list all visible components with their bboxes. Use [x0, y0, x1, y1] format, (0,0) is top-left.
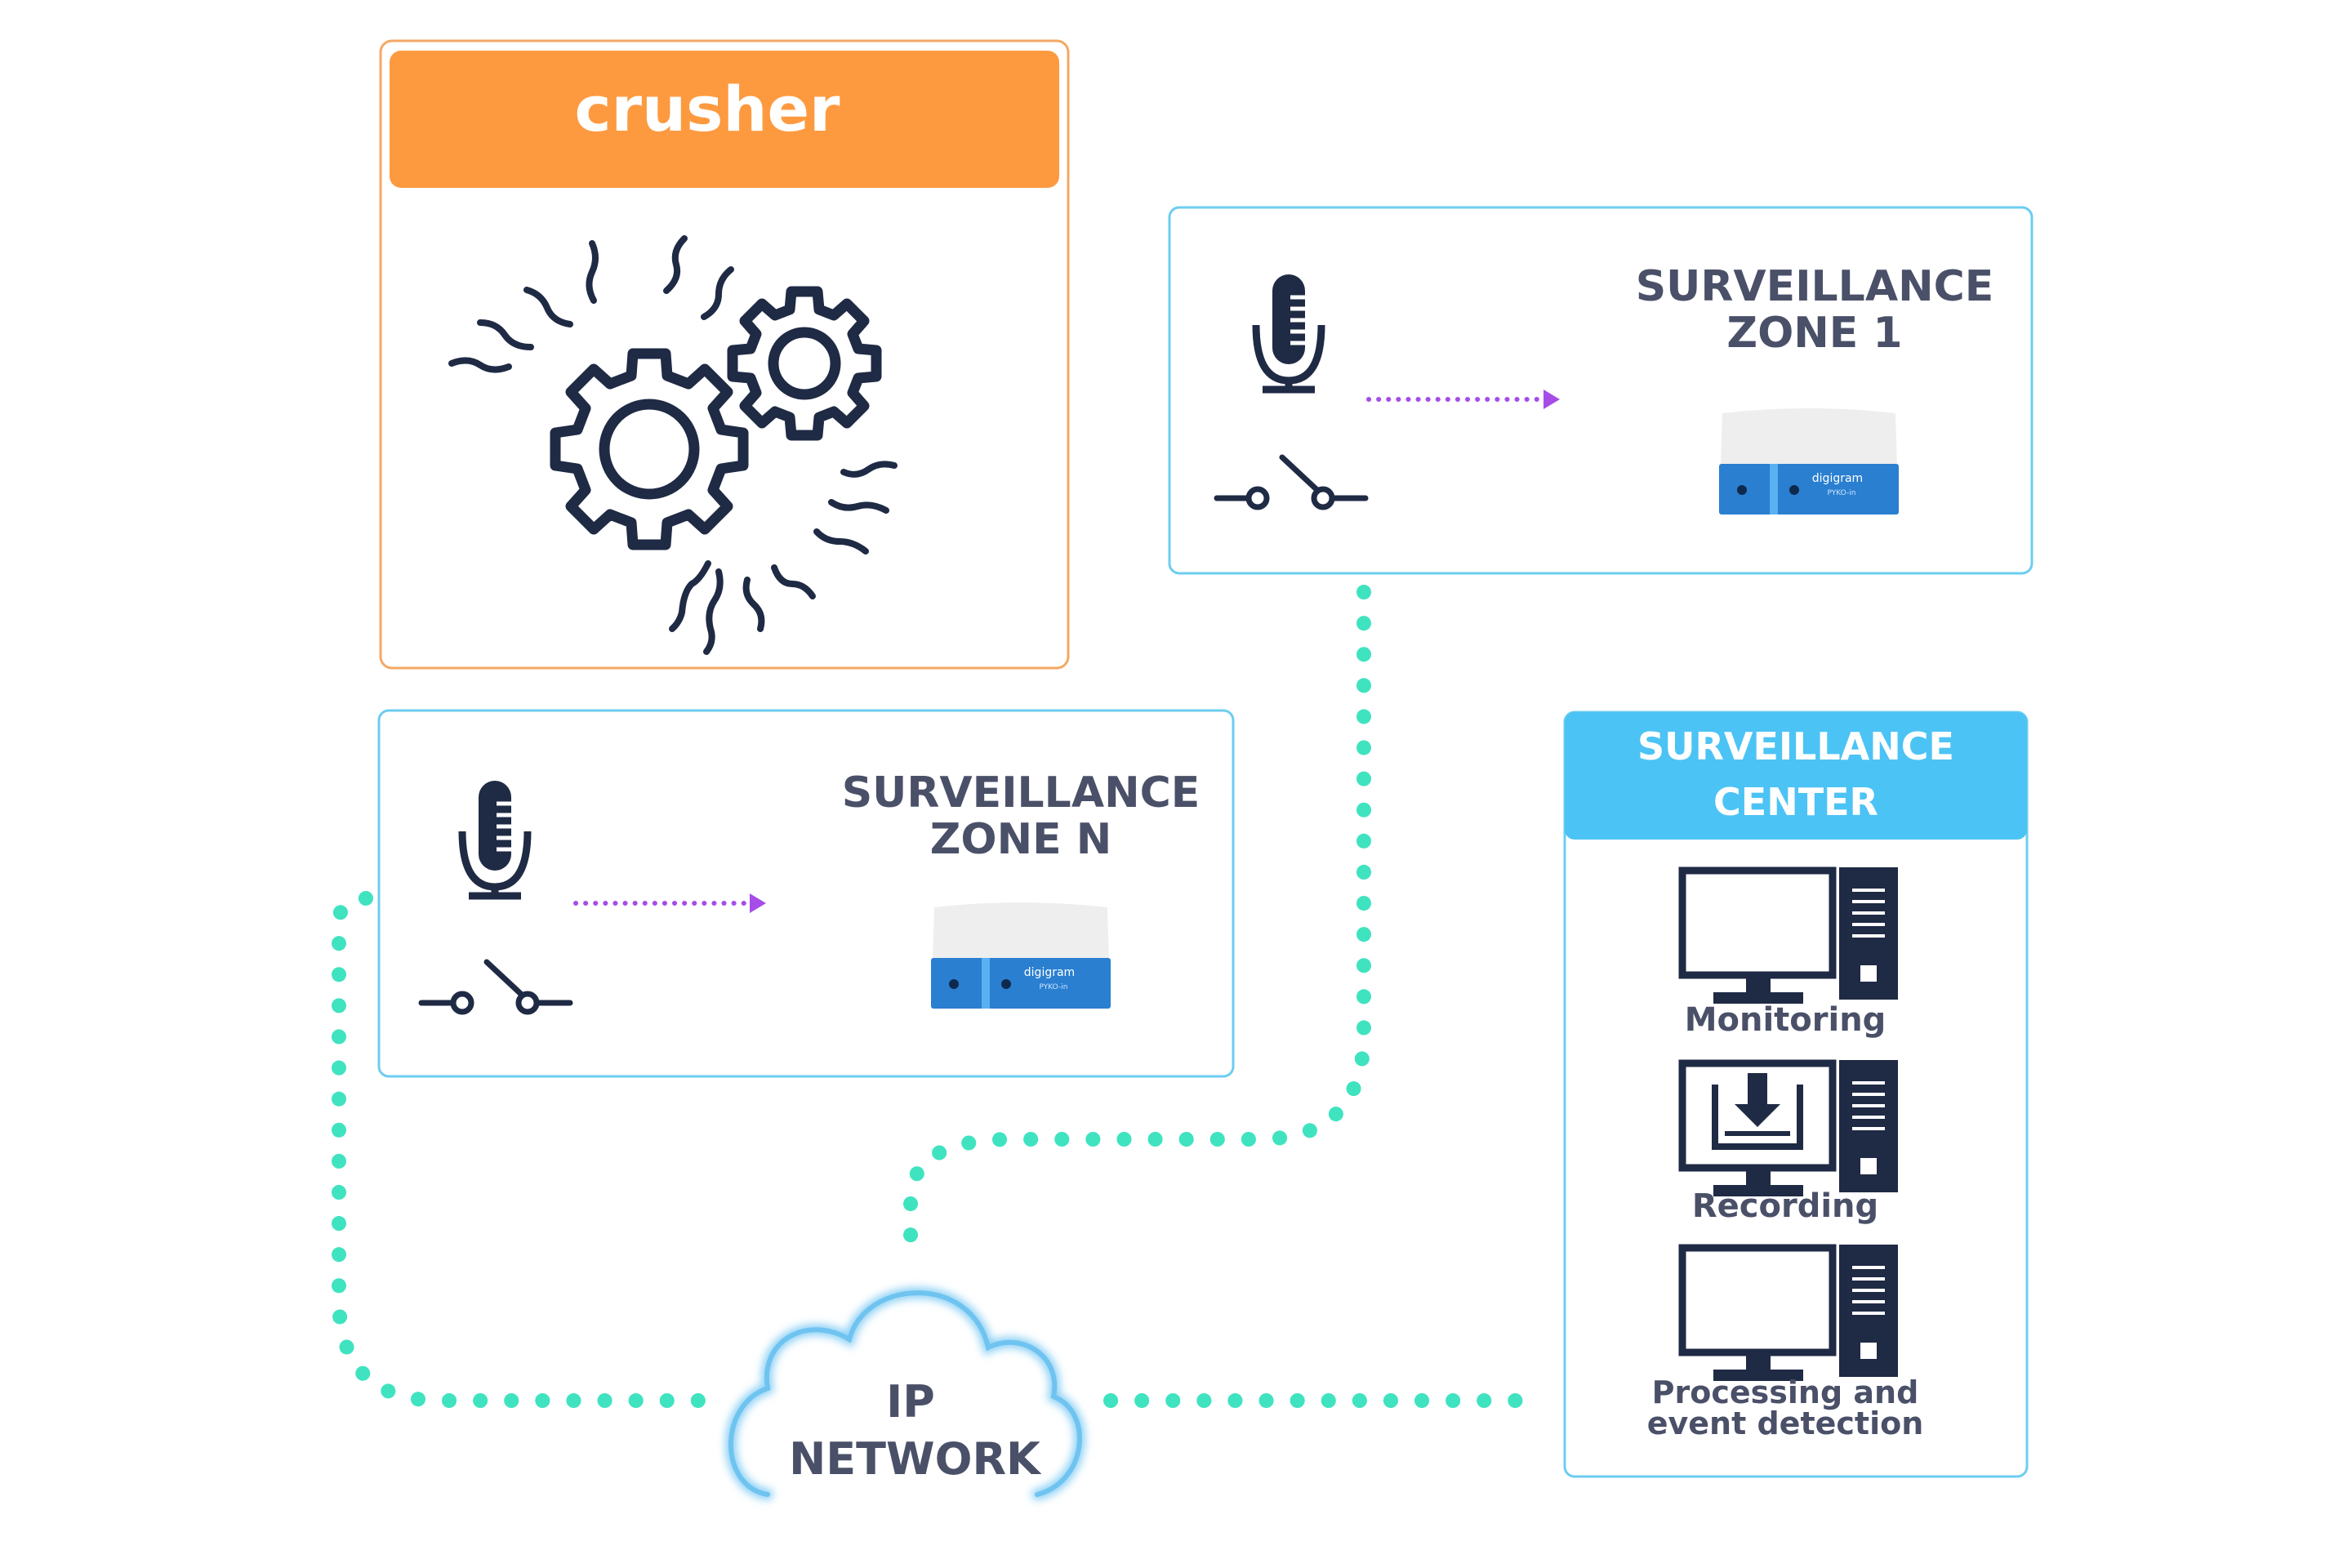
microphone-icon [1252, 274, 1325, 394]
switch-icon [418, 959, 573, 1015]
device-model: PYKO-in [1040, 983, 1068, 991]
zoneN-title-line1: SURVEILLANCE [842, 768, 1200, 817]
monitor-icon [1678, 1244, 1837, 1381]
zone1-title-line2: ZONE 1 [1726, 309, 1902, 358]
zone1-title-line1: SURVEILLANCE [1636, 262, 1994, 311]
center-header [1565, 712, 2027, 840]
device-brand: digigram [1812, 472, 1863, 485]
recording-station: Recording [1678, 1059, 1898, 1225]
monitoring-station: Monitoring [1678, 866, 1898, 1039]
switch-icon [1214, 454, 1369, 510]
signal-arrow [1366, 390, 1560, 409]
network-label-line2: NETWORK [789, 1433, 1042, 1485]
gears-icon [550, 286, 882, 550]
recording-label: Recording [1692, 1187, 1878, 1225]
network-label-line1: IP [886, 1376, 935, 1428]
digigram-device-icon: digigram PYKO-in [931, 902, 1111, 1009]
crusher-box: crusher [379, 39, 1070, 670]
zone1-box: SURVEILLANCE ZONE 1 [1168, 206, 2034, 575]
processing-label-line2: event detection [1647, 1405, 1924, 1441]
link-zone1-to-network [903, 585, 1371, 1269]
device-brand: digigram [1024, 966, 1075, 979]
device-model: PYKO-in [1828, 489, 1856, 497]
ip-network-cloud: IP NETWORK [725, 1287, 1085, 1500]
microphone-icon [458, 781, 532, 900]
crusher-header [390, 51, 1059, 188]
monitoring-label: Monitoring [1685, 1001, 1886, 1039]
vibration-lines-icon [448, 235, 898, 655]
server-tower-icon [1839, 867, 1898, 1000]
recording-icon [1678, 1059, 1837, 1196]
crusher-title: crusher [574, 73, 840, 145]
zoneN-title-line2: ZONE N [930, 815, 1112, 864]
digigram-device-icon: digigram PYKO-in [1719, 408, 1899, 514]
center-title-line2: CENTER [1713, 780, 1878, 824]
network-links [332, 585, 1551, 1408]
monitor-icon [1678, 866, 1837, 1004]
processing-station: Processing and event detection [1647, 1244, 1924, 1441]
signal-arrow [573, 893, 766, 913]
surveillance-center-box: SURVEILLANCE CENTER Monitoring [1563, 710, 2029, 1478]
zoneN-box: SURVEILLANCE ZONE N [377, 709, 1235, 1078]
center-title-line1: SURVEILLANCE [1637, 724, 1954, 768]
processing-label-line1: Processing and [1652, 1374, 1919, 1410]
server-tower-icon [1839, 1245, 1898, 1377]
server-tower-icon [1839, 1060, 1898, 1192]
